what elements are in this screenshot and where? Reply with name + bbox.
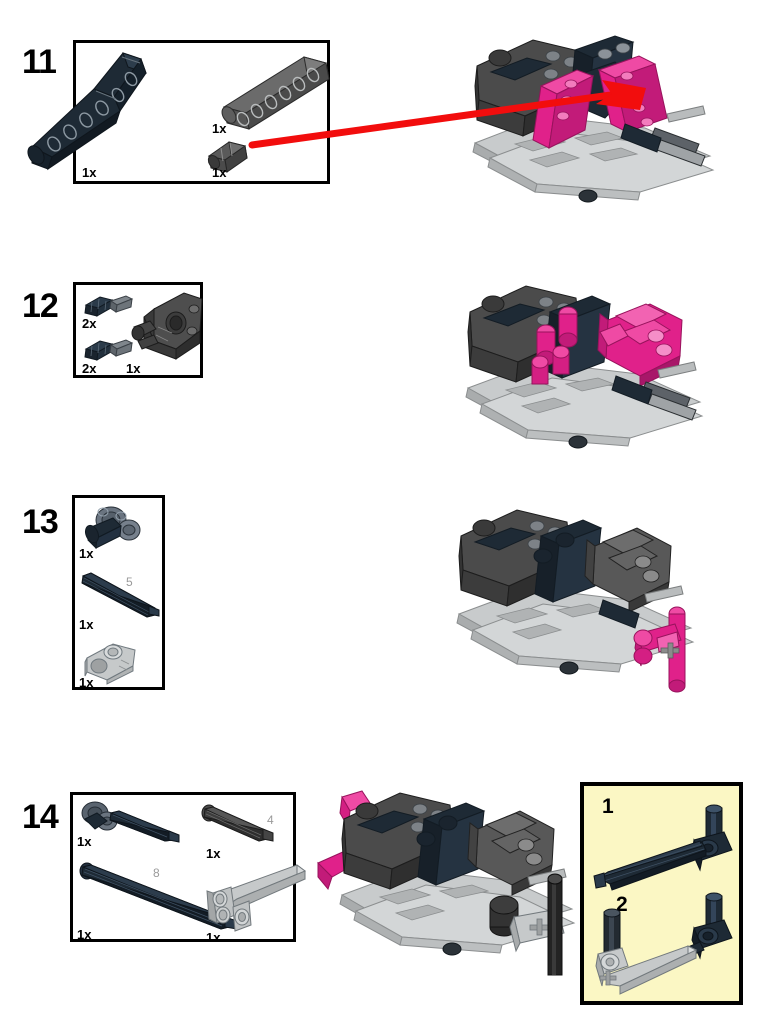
qty-label: 1x (79, 675, 94, 690)
subassembly-figure-1 (590, 804, 740, 896)
part-pin-with-bushing-b (82, 333, 142, 367)
subassembly-figure-2 (590, 892, 740, 1002)
model-illustration-step-11 (455, 28, 765, 203)
part-axle-5 (79, 570, 163, 620)
qty-label: 1x (206, 846, 221, 861)
substep-number-1: 1 (602, 795, 614, 818)
length-label: 5 (126, 575, 133, 589)
subassembly-panel: 1 2 (580, 782, 743, 1005)
parts-callout-step-11: 1x 1x 1x (27, 40, 330, 184)
parts-callout-step-12: 2x 2x (73, 282, 203, 378)
model-illustration-step-14 (317, 785, 580, 976)
parts-callout-step-14: 1x 4 1x (70, 792, 307, 945)
length-label: 8 (153, 866, 160, 880)
part-beam-connector-2x1 (79, 638, 149, 685)
model-illustration-step-13 (445, 498, 710, 698)
qty-label: 1x (212, 165, 227, 180)
model-illustration-step-12 (450, 276, 710, 456)
qty-label: 1x (82, 165, 97, 180)
step-number-12: 12 (22, 287, 59, 325)
qty-label: 2x (82, 316, 97, 331)
part-liftarm-beam-6 (216, 49, 346, 139)
part-gear-hub-assembly (79, 502, 151, 556)
length-label: 4 (267, 813, 274, 827)
step-number-14: 14 (22, 798, 59, 836)
qty-label: 1x (206, 930, 221, 945)
parts-callout-step-13: 1x 5 1x (72, 495, 165, 690)
qty-label: 1x (77, 834, 92, 849)
part-engine-block-panel (124, 287, 209, 369)
part-axle-4 (199, 803, 279, 847)
qty-label: 1x (79, 617, 94, 632)
part-pin-with-bushing-a (82, 289, 142, 323)
step-number-11: 11 (22, 43, 57, 81)
qty-label: 2x (82, 361, 97, 376)
qty-label: 1x (77, 927, 92, 942)
step-number-13: 13 (22, 503, 59, 541)
substep-number-2: 2 (616, 893, 628, 916)
part-axle-with-gear-hub (77, 799, 197, 845)
part-angled-beam-4x2 (10, 41, 210, 181)
part-pin-connector (201, 128, 261, 173)
part-axle-8 (77, 861, 247, 933)
qty-label: 1x (126, 361, 141, 376)
part-angled-tube-connector (201, 857, 311, 937)
qty-label: 1x (79, 546, 94, 561)
qty-label: 1x (212, 121, 227, 136)
